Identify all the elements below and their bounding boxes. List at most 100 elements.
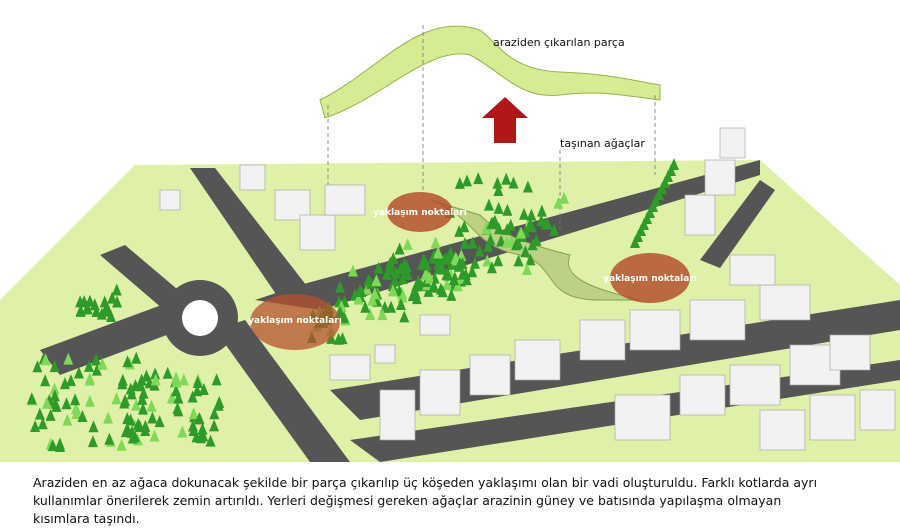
tree-icon <box>526 208 537 221</box>
tree-icon <box>373 261 384 274</box>
tree-icon <box>353 292 364 305</box>
approach-label: yaklaşım noktaları <box>248 316 342 326</box>
tree-icon <box>496 234 507 247</box>
tree-icon <box>70 393 81 406</box>
tree-icon <box>433 257 444 270</box>
tree-icon <box>371 274 382 287</box>
tree-icon <box>91 353 102 366</box>
tree-icon <box>531 233 542 246</box>
tree-icon <box>120 394 131 407</box>
tree-icon <box>502 235 513 248</box>
tree-icon <box>26 392 37 405</box>
tree-icon <box>441 277 452 290</box>
tree-icon <box>111 283 122 296</box>
tree-icon <box>41 396 52 409</box>
tree-icon <box>83 359 94 372</box>
tree-icon <box>395 262 406 275</box>
tree-icon <box>482 254 493 267</box>
tree-icon <box>502 203 513 216</box>
tree-icon <box>397 272 408 285</box>
tree-icon <box>339 311 350 324</box>
tree-icon <box>61 397 72 410</box>
tree-icon <box>387 284 398 297</box>
tree-icon <box>492 176 503 189</box>
tree-icon <box>462 174 473 187</box>
tree-icon <box>365 307 376 320</box>
tree-icon <box>171 375 182 388</box>
building <box>719 127 746 159</box>
tree-icon <box>91 304 102 317</box>
tree-icon <box>474 244 485 257</box>
building <box>419 369 461 416</box>
buildings <box>159 127 896 451</box>
building <box>704 159 736 196</box>
up-arrow-icon <box>482 97 528 143</box>
tree-icon <box>489 214 500 227</box>
tree-icon <box>549 223 560 236</box>
tree-icon <box>493 254 504 267</box>
tree-icon <box>390 266 401 279</box>
tree-icon <box>209 419 220 432</box>
tree-icon <box>173 391 184 404</box>
tree-icon <box>421 258 432 271</box>
tree-icon <box>112 295 123 308</box>
tree-icon <box>493 201 504 214</box>
tree-icon <box>32 360 43 373</box>
tree-icon <box>356 284 367 297</box>
tree-icon <box>40 353 51 366</box>
tree-icon <box>65 374 76 387</box>
building <box>239 164 266 191</box>
building <box>859 389 896 431</box>
tree-icon <box>71 407 82 420</box>
caption-line: Araziden en az ağaca dokunacak şekilde b… <box>33 475 818 490</box>
tree-icon <box>385 256 396 269</box>
caption-line: kullanımlar önerilerek zemin artırıldı. … <box>33 493 782 508</box>
tree-icon <box>520 245 531 258</box>
tree-icon <box>402 267 413 280</box>
tree-icon <box>402 237 413 250</box>
tree-icon <box>553 196 564 209</box>
tree-icon <box>456 249 467 262</box>
caption-line: kısımlara taşındı. <box>33 511 140 526</box>
tree-icon <box>441 252 452 265</box>
tree-icon <box>87 435 98 448</box>
tree-icon <box>397 290 408 303</box>
tree-icon <box>501 172 512 185</box>
building <box>379 389 416 441</box>
tree-icon <box>540 217 551 230</box>
building <box>514 339 561 381</box>
tree-icon <box>430 236 441 249</box>
guide-lines <box>327 25 656 230</box>
tree-icon <box>213 398 224 411</box>
approach-point: yaklaşım noktaları <box>373 192 467 232</box>
tree-icon <box>138 402 149 415</box>
tree-icon <box>559 191 570 204</box>
building <box>729 364 781 406</box>
tree-icon <box>454 224 465 237</box>
tree-icon <box>117 373 128 386</box>
tree-icon <box>516 226 527 239</box>
tree-icon <box>162 366 173 379</box>
tree-icon <box>377 308 388 321</box>
tree-icon <box>209 407 220 420</box>
approach-point: yaklaşım noktaları <box>248 294 342 350</box>
building <box>299 214 336 251</box>
tree-icon <box>137 392 148 405</box>
tree-icon <box>198 383 209 396</box>
tree-icon <box>188 407 199 420</box>
tree-icon <box>103 411 114 424</box>
tree-icon <box>457 257 468 270</box>
tree-icon <box>525 253 536 266</box>
ground <box>0 160 900 462</box>
tree-icon <box>140 423 151 436</box>
tree-icon <box>669 158 679 170</box>
tree-icon <box>411 292 422 305</box>
tree-icon <box>433 246 444 259</box>
tree-icon <box>47 439 58 452</box>
tree-icon <box>88 420 99 433</box>
moved-trees-label: taşınan ağaçlar <box>560 137 645 150</box>
tree-icon <box>360 300 371 313</box>
tree-icon <box>45 408 56 421</box>
tree-icon <box>446 288 457 301</box>
building <box>629 309 681 351</box>
